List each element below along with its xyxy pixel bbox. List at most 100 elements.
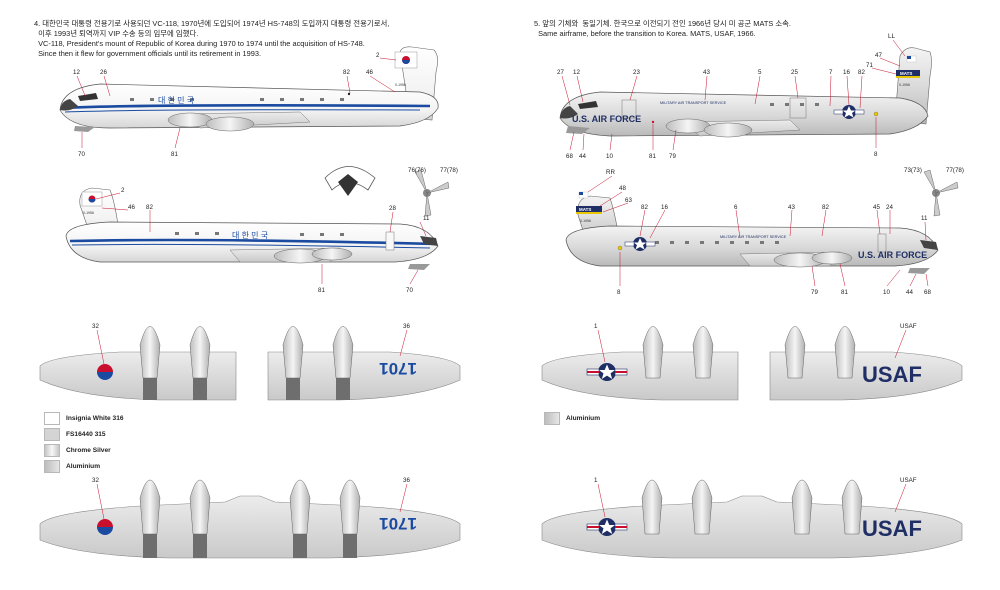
callout-label: 32 xyxy=(92,477,99,484)
left-caption-korean: 4. 대한민국 대통령 전용기로 사용되던 VC-118, 1970년에 도입되… xyxy=(34,19,390,38)
swatch-label: Aluminium xyxy=(66,462,101,470)
right-caption-korean: 5. 앞의 기체와 동일기체. 한국으로 이전되기 전인 1966년 당시 미 … xyxy=(534,19,791,28)
callout-label: 26 xyxy=(100,69,107,76)
callout-label: 46 xyxy=(128,204,135,211)
mats-fuselage-subtitle-top: MILITARY AIR TRANSPORT SERVICE xyxy=(660,101,727,105)
callout-label: 45 xyxy=(873,204,880,211)
right-caption-english: Same airframe, before the transition to … xyxy=(534,29,756,38)
callout-label: 7 xyxy=(829,69,833,76)
left-side-view-bottom: 대 한 민 국 0-1956 xyxy=(65,187,439,270)
left-side-view-top: 대 한 민 국 0-1956 xyxy=(59,46,439,132)
swatch-box xyxy=(44,427,60,441)
swatch-label: Insignia White 316 xyxy=(66,414,124,422)
callout-label: 76(76) xyxy=(408,167,426,174)
right-wing-callouts: 1 USAF 1 USAF xyxy=(594,323,917,484)
callout-label: 46 xyxy=(366,69,373,76)
left-tail-serial-top: 0-1956 xyxy=(395,83,406,87)
callout-label: 16 xyxy=(843,69,850,76)
callout-label: 16 xyxy=(661,204,668,211)
callout-label: 5 xyxy=(758,69,762,76)
right-callouts-bottom: RR 48 63 82 16 6 43 82 45 11 24 8 79 81 … xyxy=(606,167,964,296)
swatch-row: Aluminium xyxy=(44,458,124,474)
callout-label: 24 xyxy=(886,204,893,211)
callout-label: 12 xyxy=(573,69,580,76)
callout-label: 81 xyxy=(318,287,325,294)
swatch-row: Aluminium xyxy=(544,410,600,426)
callout-label: 71 xyxy=(866,62,873,69)
left-tail-serial-bottom: 0-1956 xyxy=(83,211,94,215)
callout-label: 68 xyxy=(566,153,573,160)
right-tail-serial-bottom: 0-1956 xyxy=(580,219,591,223)
callout-label: RR xyxy=(606,169,615,176)
swatch-box xyxy=(44,411,60,425)
callout-label: 43 xyxy=(788,204,795,211)
callout-label: 2 xyxy=(376,52,380,59)
right-color-legend: Aluminium xyxy=(544,410,600,426)
callout-label: USAF xyxy=(900,323,917,330)
callout-label: 27 xyxy=(557,69,564,76)
callout-label: 82 xyxy=(822,204,829,211)
callout-label: 81 xyxy=(649,153,656,160)
swatch-box xyxy=(544,411,560,425)
callout-label: 2 xyxy=(121,187,125,194)
mats-fuselage-subtitle-bottom: MILITARY AIR TRANSPORT SERVICE xyxy=(720,235,787,239)
callout-label: 70 xyxy=(78,151,85,158)
usaf-wing-text-top: USAF xyxy=(862,362,922,387)
callout-label: 36 xyxy=(403,323,410,330)
callout-label: 47 xyxy=(875,52,882,59)
callout-label: 11 xyxy=(921,215,928,222)
right-tail-serial-top: 0-1956 xyxy=(899,83,910,87)
callout-label: 82 xyxy=(343,69,350,76)
swatch-label: FS16440 315 xyxy=(66,430,106,438)
right-wing-full-lower: USAF xyxy=(541,479,963,559)
right-side-view-top: MATS 0-1956 U.S. AIR FORCE MILITARY AIR … xyxy=(559,47,932,138)
korean-fuselage-text-bottom: 대 한 민 국 xyxy=(232,230,268,240)
callout-label: 70 xyxy=(406,287,413,294)
callout-label: 44 xyxy=(906,289,913,296)
callout-label: 8 xyxy=(617,289,621,296)
callout-label: 77(78) xyxy=(440,167,458,174)
callout-label: LL xyxy=(888,33,895,40)
callout-label: 32 xyxy=(92,323,99,330)
usaf-fuselage-title-bottom: U.S. AIR FORCE xyxy=(858,250,927,260)
callout-label: 77(78) xyxy=(946,167,964,174)
korean-fuselage-text-top: 대 한 민 국 xyxy=(158,95,194,105)
swatch-box xyxy=(44,443,60,457)
left-wing-full-lower: 1701 xyxy=(39,479,461,559)
callout-label: 81 xyxy=(841,289,848,296)
left-color-legend: Insignia White 316 FS16440 315 Chrome Si… xyxy=(44,410,124,474)
swatch-row: Insignia White 316 xyxy=(44,410,124,426)
callout-label: 82 xyxy=(146,204,153,211)
callout-label: 44 xyxy=(579,153,586,160)
callout-label: 11 xyxy=(423,215,430,222)
callout-label: 63 xyxy=(625,197,632,204)
left-canopy-sketch xyxy=(324,166,376,196)
left-callouts-bottom: 2 46 82 28 11 81 70 76(76) 77(78) xyxy=(121,167,458,294)
right-side-view-bottom: MATS 0-1956 U.S. AIR FORCE MILITARY AIR … xyxy=(565,191,939,274)
callout-label: USAF xyxy=(900,477,917,484)
callout-label: 25 xyxy=(791,69,798,76)
callout-label: 36 xyxy=(403,477,410,484)
callout-label: 28 xyxy=(389,205,396,212)
right-tail-band-top: MATS xyxy=(900,71,912,76)
callout-label: 79 xyxy=(811,289,818,296)
left-wing-callouts: 32 36 32 36 xyxy=(92,323,410,484)
callout-label: 82 xyxy=(641,204,648,211)
callout-label: 1 xyxy=(594,477,598,484)
left-propeller-sketch xyxy=(414,169,450,217)
left-wing-right-half: 1701 xyxy=(267,326,461,401)
callout-label: 8 xyxy=(874,151,878,158)
callout-label: 43 xyxy=(703,69,710,76)
callout-label: 6 xyxy=(734,204,738,211)
swatch-label: Aluminium xyxy=(566,414,601,422)
swatch-box xyxy=(44,459,60,473)
right-propeller-sketch xyxy=(923,169,959,217)
callout-label: 48 xyxy=(619,185,626,192)
callout-label: 23 xyxy=(633,69,640,76)
callout-label: 10 xyxy=(883,289,890,296)
left-caption-english: VC-118, President's mount of Republic of… xyxy=(38,39,365,58)
callout-label: 82 xyxy=(858,69,865,76)
left-wing-left-half xyxy=(39,326,237,401)
callout-label: 68 xyxy=(924,289,931,296)
